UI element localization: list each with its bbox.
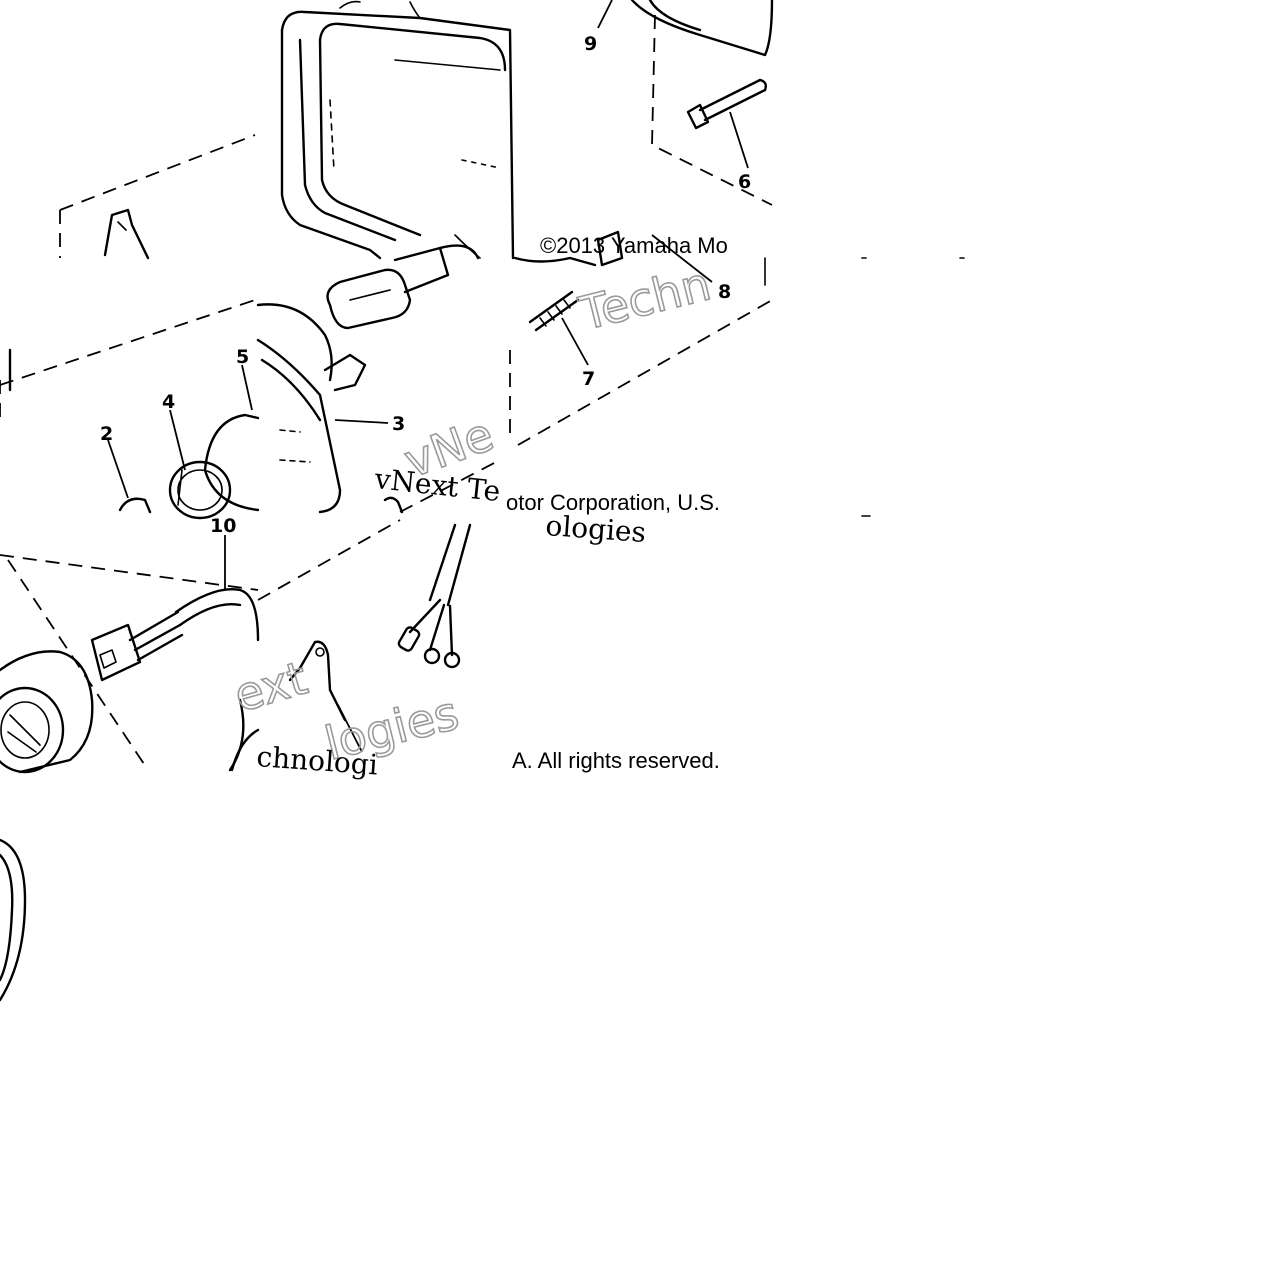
callout-8: 8 [718, 281, 731, 303]
copyright-line-3: A. All rights reserved. [512, 748, 720, 773]
callout-9: 9 [584, 33, 597, 55]
retaining-ring-4 [168, 460, 232, 520]
callout-4: 4 [162, 391, 175, 413]
watermark-outline-a: Techn [574, 256, 716, 341]
wire-harness-10 [90, 588, 260, 682]
tile-middle-right: 7 8 Techn ologies otor Corporation, U.S. [506, 230, 773, 549]
callout-7: 7 [582, 368, 595, 390]
tile-bottom-left: 10 [0, 515, 260, 774]
copyright-line-1: ©2013 Yamaha Mo [540, 233, 728, 258]
callout-10: 10 [210, 515, 236, 537]
tile-top-right: 9 6 ©2013 Yamaha Mo [540, 0, 774, 258]
callout-5: 5 [236, 346, 249, 368]
fragment-bottom [0, 838, 27, 1002]
watermark-text-c: ologies [545, 509, 648, 549]
callout-2: 2 [100, 423, 113, 445]
headlight-rim [280, 0, 515, 260]
copyright-line-2: otor Corporation, U.S. [506, 490, 720, 515]
tile-top-left [59, 134, 256, 260]
wire-leads [397, 523, 472, 669]
watermark-outline-d: ext [228, 651, 313, 723]
tile-bottom-center: ext logies chnologi A. All rights reserv… [227, 519, 720, 781]
specks [861, 257, 965, 517]
callout-6: 6 [738, 171, 751, 193]
tile-middle-left: 2 4 5 [0, 299, 260, 520]
stud-7 [528, 290, 580, 332]
bolt-6 [686, 78, 768, 130]
mount-bracket [288, 640, 363, 753]
bulb [326, 244, 480, 330]
headlight-unit: 3 vNext Te vNe [256, 244, 502, 514]
socket-boot [0, 650, 94, 774]
callout-3: 3 [392, 413, 405, 435]
watermark-text-b: chnologi [256, 740, 379, 781]
